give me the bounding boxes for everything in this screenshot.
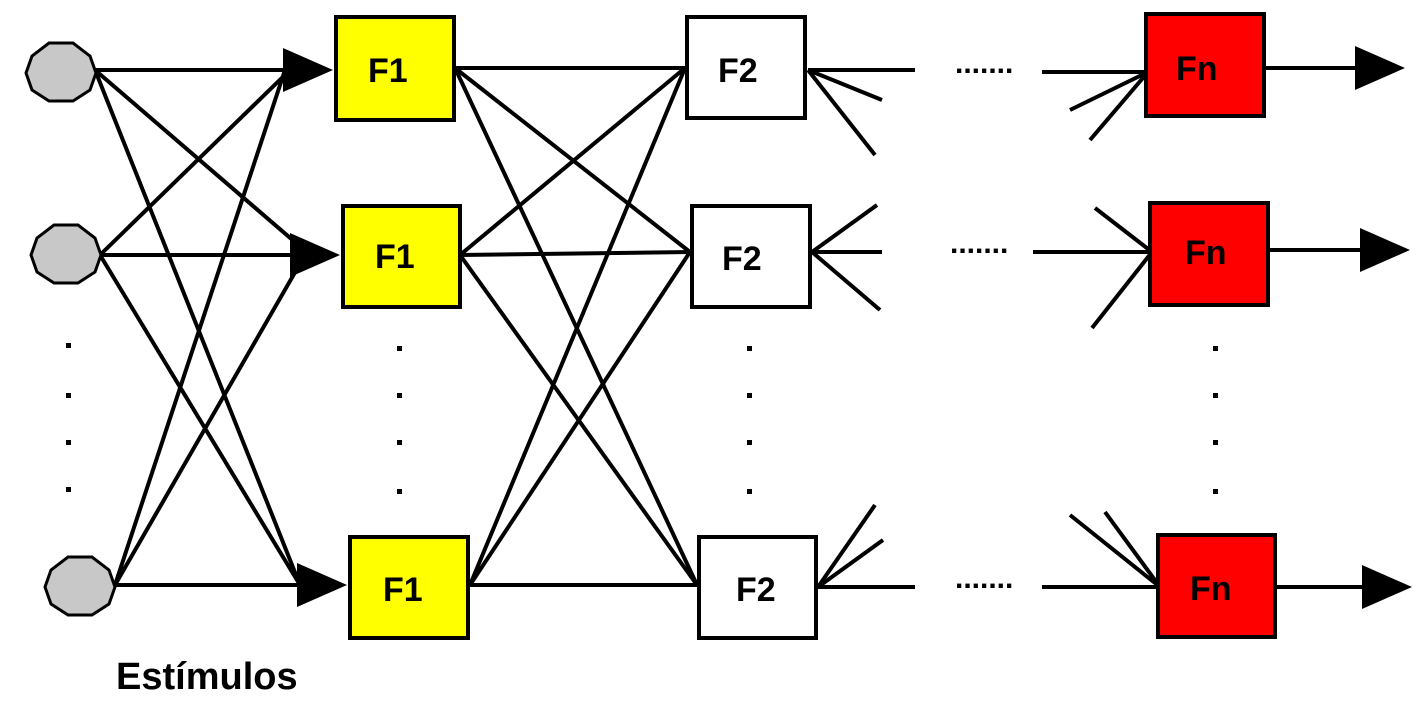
arrowhead <box>283 48 333 92</box>
stimulus-node <box>43 555 117 617</box>
f1-label: F1 <box>383 571 423 609</box>
f2-label: F2 <box>722 240 762 278</box>
arrowhead <box>290 233 340 277</box>
dot <box>1213 346 1218 351</box>
edge <box>807 68 883 102</box>
layer-fn: Fn Fn Fn <box>1144 12 1277 639</box>
layer-ellipsis: ....... <box>955 562 1013 595</box>
fn-node <box>1144 12 1266 118</box>
edge <box>1088 70 1150 142</box>
arrowhead <box>1360 228 1410 272</box>
dot <box>397 393 402 398</box>
f1-label: F1 <box>375 238 415 276</box>
fn-incoming-edges <box>1033 70 1162 589</box>
edge <box>93 68 312 257</box>
edge <box>1090 250 1154 330</box>
layer-ellipsis: ....... <box>950 227 1008 260</box>
dot <box>747 489 752 494</box>
dot <box>397 440 402 445</box>
fn-label: Fn <box>1185 234 1227 272</box>
edge <box>93 69 302 586</box>
stimuli-caption: Estímulos <box>116 656 298 698</box>
arrowhead <box>1362 565 1412 609</box>
edge <box>113 254 307 586</box>
dot <box>66 487 71 492</box>
edge <box>98 68 292 257</box>
edge <box>98 253 302 587</box>
stimulus-nodes <box>24 41 117 617</box>
arrowhead <box>297 563 347 607</box>
edge <box>1093 206 1154 254</box>
edge <box>468 67 687 586</box>
layer-f1: F1 F1 F1 <box>334 15 470 640</box>
edge <box>458 66 687 257</box>
dot <box>1213 489 1218 494</box>
f2-outgoing-edges <box>806 68 915 589</box>
edge <box>810 203 879 254</box>
stimulus-to-f1-edges <box>93 68 312 587</box>
vertical-continuation-dots <box>66 343 1218 494</box>
stimulus-node <box>29 223 103 285</box>
f2-node <box>685 15 807 120</box>
edge <box>810 250 882 312</box>
dot <box>66 343 71 348</box>
edge <box>806 68 877 157</box>
arrowhead <box>1355 46 1405 90</box>
dot <box>747 346 752 351</box>
edge <box>113 69 287 586</box>
f1-label: F1 <box>368 52 408 90</box>
output-arrows <box>1265 46 1412 609</box>
f1-node <box>348 535 470 640</box>
fn-label: Fn <box>1190 570 1232 608</box>
edge <box>468 250 692 587</box>
edge <box>816 538 885 589</box>
layer-f2: F2 F2 F2 <box>685 15 818 640</box>
dot <box>66 440 71 445</box>
edge <box>1069 70 1149 112</box>
edge <box>1103 510 1162 589</box>
f2-label: F2 <box>718 52 758 90</box>
dot <box>397 489 402 494</box>
dot <box>66 393 71 398</box>
edge <box>816 503 877 589</box>
dot <box>1213 440 1218 445</box>
dot <box>747 393 752 398</box>
dot <box>747 440 752 445</box>
f1-node <box>334 15 456 122</box>
dot <box>1213 393 1218 398</box>
f1-to-f2-edges <box>453 66 699 587</box>
fn-label: Fn <box>1176 50 1218 88</box>
dot <box>397 346 402 351</box>
layer-ellipsis-group: ....... ....... ....... <box>950 47 1013 595</box>
edge <box>459 250 691 257</box>
edge <box>1068 513 1162 589</box>
stimulus-node <box>24 41 98 103</box>
fn-node <box>1156 533 1277 639</box>
f1-node <box>341 204 462 309</box>
layer-ellipsis: ....... <box>955 47 1013 80</box>
f2-node <box>697 535 818 640</box>
f1-arrowheads <box>283 48 347 607</box>
fn-node <box>1148 201 1270 307</box>
f2-label: F2 <box>736 571 776 609</box>
f2-node <box>690 204 812 309</box>
